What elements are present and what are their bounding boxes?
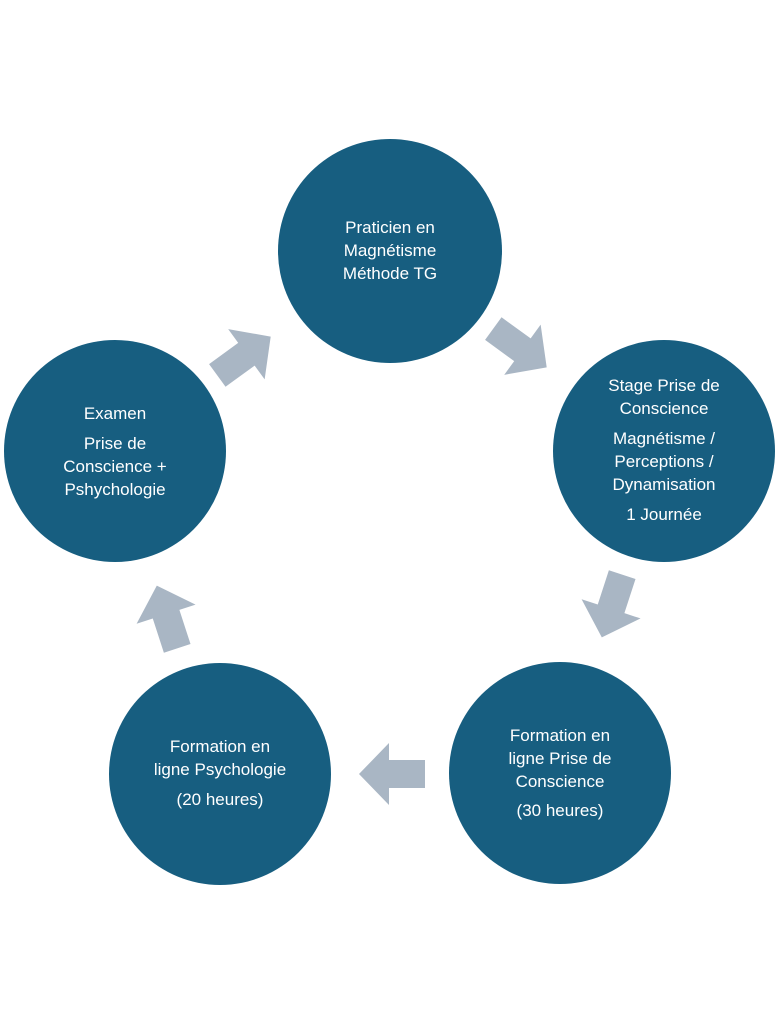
node-praticien-line-1: Praticien en [345, 218, 435, 237]
arrow-formation-psycho-to-examen [136, 585, 196, 653]
arrow-examen-to-praticien [209, 329, 271, 387]
node-stage-circle [553, 340, 775, 562]
arrow-right-icon [209, 329, 271, 387]
node-formation-prise-circle [449, 662, 671, 884]
node-formation-psycho-line-3: (20 heures) [177, 790, 264, 809]
arrow-right-icon [136, 585, 196, 653]
node-formation-psycho-line-2: ligne Psychologie [154, 760, 286, 779]
node-stage-line-5: Dynamisation [613, 475, 716, 494]
node-stage-line-3: Magnétisme / [613, 429, 715, 448]
node-stage: Stage Prise de Conscience Magnétisme / P… [553, 340, 775, 562]
node-examen: Examen Prise de Conscience + Pshychologi… [4, 340, 226, 562]
node-formation-prise-line-4: (30 heures) [517, 801, 604, 820]
node-stage-line-1: Stage Prise de [608, 376, 720, 395]
node-stage-line-4: Perceptions / [614, 452, 713, 471]
node-stage-line-6: 1 Journée [626, 505, 702, 524]
node-formation-prise-line-3: Conscience [516, 772, 605, 791]
node-examen-line-1: Examen [84, 404, 146, 423]
arrow-praticien-to-stage [485, 317, 547, 375]
node-formation-prise-line-1: Formation en [510, 726, 610, 745]
arrow-right-icon [485, 317, 547, 375]
node-examen-line-3: Conscience + [63, 457, 167, 476]
node-formation-psycho: Formation en ligne Psychologie (20 heure… [109, 663, 331, 885]
node-examen-line-4: Pshychologie [64, 480, 165, 499]
node-stage-line-2: Conscience [620, 399, 709, 418]
node-examen-line-2: Prise de [84, 434, 146, 453]
node-formation-prise: Formation en ligne Prise de Conscience (… [449, 662, 671, 884]
arrow-stage-to-formation-prise [581, 570, 641, 638]
arrow-formation-prise-to-formation-psycho [359, 743, 425, 805]
arrow-right-icon [581, 570, 641, 638]
node-praticien-line-3: Méthode TG [343, 264, 437, 283]
node-praticien-line-2: Magnétisme [344, 241, 437, 260]
node-examen-circle [4, 340, 226, 562]
node-praticien-circle [278, 139, 502, 363]
node-formation-psycho-circle [109, 663, 331, 885]
node-formation-psycho-line-1: Formation en [170, 737, 270, 756]
node-praticien: Praticien en Magnétisme Méthode TG [278, 139, 502, 363]
arrow-right-icon [359, 743, 425, 805]
node-formation-prise-line-2: ligne Prise de [508, 749, 611, 768]
